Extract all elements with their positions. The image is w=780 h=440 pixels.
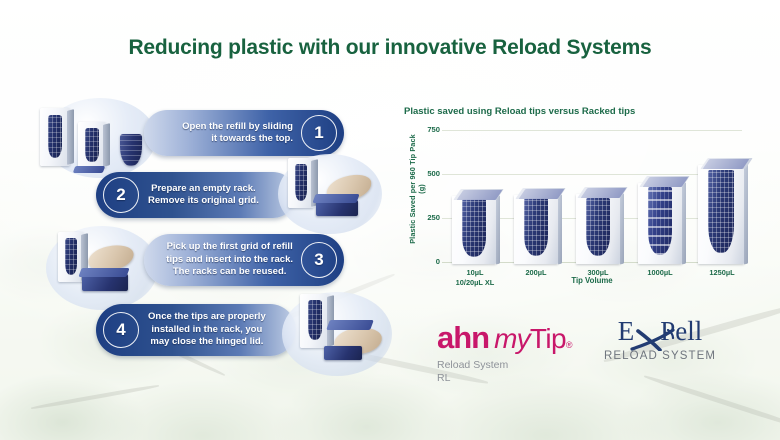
x-tick-1000ul: 1000µL xyxy=(647,268,673,277)
gridline-750 xyxy=(442,130,742,131)
rack-box-icon xyxy=(288,158,318,208)
step-4-line-2: installed in the rack, you xyxy=(151,323,263,335)
rack-grid-icon xyxy=(82,274,128,291)
expell-wordmark: E Pell xyxy=(604,316,716,351)
x-tick-10ul-line-2: 10/20µL XL xyxy=(455,277,495,287)
rack-lid-icon xyxy=(326,320,374,330)
step-4-bubble[interactable]: 4 Once the tips are properly installed i… xyxy=(96,304,296,356)
step-3-text: Pick up the first grid of refill tips an… xyxy=(166,241,293,279)
step-3-line-3: The racks can be reused. xyxy=(172,266,287,278)
step-2-number: 2 xyxy=(103,177,139,213)
chart-x-axis-label: Tip Volume xyxy=(571,276,613,285)
step-item-4: 4 Once the tips are properly installed i… xyxy=(34,292,392,376)
step-item-1: Open the refill by sliding it towards th… xyxy=(34,98,384,178)
y-tick-750: 750 xyxy=(427,125,440,134)
step-3-line-1: Pick up the first grid of refill xyxy=(166,241,293,253)
expell-e-text: E xyxy=(617,316,635,346)
expell-sub-text: RELOAD SYSTEM xyxy=(604,350,717,362)
chart-title: Plastic saved using Reload tips versus R… xyxy=(404,106,636,117)
gridline-500 xyxy=(442,174,742,175)
step-4-number: 4 xyxy=(103,312,139,348)
x-tick-300ul: 300µL xyxy=(587,268,609,277)
x-tick-10ul: 10µL 10/20µL XL xyxy=(444,268,506,287)
ahn-mytip-logo: ahn my Tip ® Reload System RL xyxy=(437,322,573,385)
rack-box-icon xyxy=(300,294,334,348)
x-tick-1250ul: 1250µL xyxy=(709,268,735,277)
step-2-bubble[interactable]: 2 Prepare an empty rack. Remove its orig… xyxy=(96,172,296,218)
ahn-sub-line-2: RL xyxy=(437,372,451,384)
step-1-bubble[interactable]: Open the refill by sliding it towards th… xyxy=(144,110,344,156)
steps-panel: Open the refill by sliding it towards th… xyxy=(34,98,392,394)
x-tick-10ul-line-1: 10µL xyxy=(466,268,484,277)
step-2-line-1: Prepare an empty rack. xyxy=(151,182,256,194)
rack-lid-icon xyxy=(312,194,360,203)
expell-pell-text: Pell xyxy=(660,316,703,346)
y-tick-0: 0 xyxy=(435,257,440,266)
x-tick-200ul: 200µL xyxy=(525,268,547,277)
chart-bars xyxy=(442,130,752,265)
step-1-line-1: Open the refill by sliding xyxy=(182,120,293,132)
bar-10ul[interactable] xyxy=(452,189,504,265)
step-2-photo xyxy=(274,154,394,234)
plastic-saved-chart: Plastic saved using Reload tips versus R… xyxy=(398,106,752,291)
chart-plot-area: 750 500 250 0 xyxy=(427,125,752,287)
step-4-line-3: may close the hinged lid. xyxy=(150,336,264,348)
bar-1250ul[interactable] xyxy=(698,158,752,265)
step-2-line-2: Remove its original grid. xyxy=(148,195,259,206)
bar-300ul[interactable] xyxy=(576,187,628,265)
swoosh-x-icon xyxy=(630,329,675,351)
step-1-number: 1 xyxy=(301,115,337,151)
step-4-text: Once the tips are properly installed in … xyxy=(148,311,266,349)
bar-1000ul[interactable] xyxy=(638,176,690,265)
ahn-my-text: my xyxy=(494,323,531,354)
step-3-line-2: tips and insert into the rack. xyxy=(166,253,293,265)
step-1-line-2: it towards the top. xyxy=(211,133,293,144)
rack-grid-icon xyxy=(316,200,358,216)
rack-box-icon xyxy=(40,108,74,166)
y-tick-250: 250 xyxy=(427,213,440,222)
step-3-photo xyxy=(38,226,168,310)
step-1-photo xyxy=(34,98,166,178)
rack-grid-icon xyxy=(324,346,362,360)
step-4-photo xyxy=(276,292,402,376)
ahn-sub-line-1: Reload System xyxy=(437,359,509,371)
tip-grid-icon xyxy=(120,134,142,166)
bar-200ul[interactable] xyxy=(514,188,566,265)
step-item-3: Pick up the first grid of refill tips an… xyxy=(34,226,384,310)
step-3-bubble[interactable]: Pick up the first grid of refill tips an… xyxy=(144,234,344,286)
step-item-2: 2 Prepare an empty rack. Remove its orig… xyxy=(34,154,384,234)
step-2-text: Prepare an empty rack. Remove its origin… xyxy=(148,183,259,208)
page-title: Reducing plastic with our innovative Rel… xyxy=(128,36,652,59)
ahn-tip-text: Tip xyxy=(529,323,567,354)
expell-logo: E Pell RELOAD SYSTEM xyxy=(604,316,717,363)
step-1-text: Open the refill by sliding it towards th… xyxy=(182,121,293,146)
step-4-line-1: Once the tips are properly xyxy=(148,311,266,323)
ahn-logo-wordmark: ahn my Tip ® xyxy=(437,322,573,353)
ahn-brand-text: ahn xyxy=(437,320,490,355)
y-tick-500: 500 xyxy=(427,169,440,178)
rack-box-icon xyxy=(78,122,110,168)
step-3-number: 3 xyxy=(301,242,337,278)
chart-y-axis-label: Plastic Saved per 960 Tip Pack (g) xyxy=(408,134,426,244)
registered-mark-icon: ® xyxy=(565,340,573,350)
rack-lid-icon xyxy=(78,268,130,277)
